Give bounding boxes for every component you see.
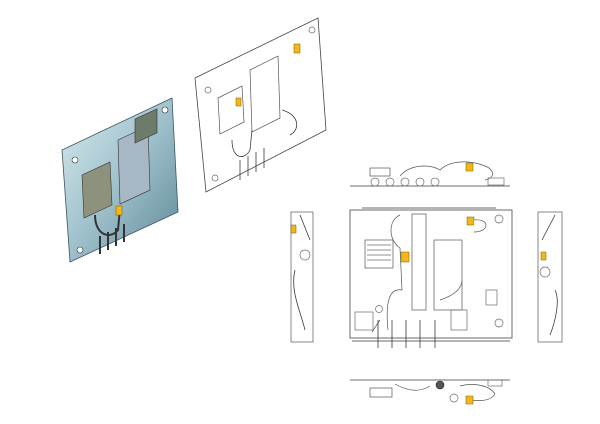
heat-exchanger bbox=[81, 161, 113, 219]
mounting-hole bbox=[71, 156, 79, 164]
cover-panel bbox=[485, 289, 498, 306]
pipe-run bbox=[293, 214, 311, 331]
port bbox=[400, 177, 410, 187]
left-view bbox=[290, 211, 314, 343]
mounting-hole bbox=[494, 318, 504, 328]
top-view bbox=[350, 161, 510, 187]
outlet-stubs bbox=[377, 320, 436, 348]
yellow-fitting bbox=[465, 162, 474, 172]
pipe-run bbox=[541, 214, 558, 336]
column-tube bbox=[411, 213, 427, 311]
pump-side bbox=[539, 266, 551, 278]
mounting-hole bbox=[161, 106, 169, 114]
yellow-fitting bbox=[465, 395, 474, 405]
tank bbox=[433, 239, 463, 311]
mounting-hole bbox=[76, 246, 84, 254]
mounting-hole bbox=[494, 214, 504, 224]
port bbox=[430, 177, 440, 187]
yellow-fitting bbox=[235, 97, 242, 107]
side-profile bbox=[290, 211, 314, 343]
port bbox=[370, 177, 380, 187]
heat-exchanger bbox=[364, 239, 394, 269]
pump bbox=[134, 108, 158, 144]
pump-body bbox=[435, 380, 445, 390]
pipe-run bbox=[399, 161, 493, 181]
yellow-fitting bbox=[466, 216, 475, 226]
bracket bbox=[487, 177, 505, 186]
pipe-loop bbox=[473, 219, 487, 233]
mounting-hole bbox=[204, 86, 212, 94]
heat-exchanger bbox=[369, 387, 393, 398]
yellow-fitting bbox=[400, 251, 410, 263]
cover-panel bbox=[354, 311, 374, 331]
yellow-fitting bbox=[293, 43, 301, 54]
mounting-hole bbox=[211, 174, 219, 182]
isometric-shaded-view bbox=[61, 97, 179, 263]
bottom-view bbox=[350, 379, 510, 405]
mounting-plate bbox=[349, 209, 513, 339]
heat-exchanger-fins bbox=[367, 244, 391, 261]
yellow-fitting bbox=[115, 205, 123, 216]
pipe-run bbox=[394, 383, 496, 401]
front-view bbox=[349, 207, 513, 348]
port bbox=[385, 177, 395, 187]
pump-side bbox=[299, 249, 311, 261]
bracket bbox=[487, 379, 503, 387]
cover-panel bbox=[450, 309, 468, 331]
mounting-hole bbox=[308, 26, 316, 34]
mounting-hole bbox=[375, 305, 383, 313]
right-view bbox=[537, 211, 563, 343]
tank bbox=[249, 55, 281, 133]
port bbox=[449, 393, 459, 403]
yellow-fitting bbox=[540, 251, 547, 261]
yellow-fitting bbox=[290, 224, 297, 234]
port bbox=[415, 177, 425, 187]
side-profile bbox=[537, 211, 563, 343]
isometric-outline-view bbox=[194, 17, 327, 193]
pipe-run bbox=[94, 207, 125, 254]
heat-exchanger bbox=[369, 167, 391, 177]
pipe-run bbox=[231, 109, 298, 180]
